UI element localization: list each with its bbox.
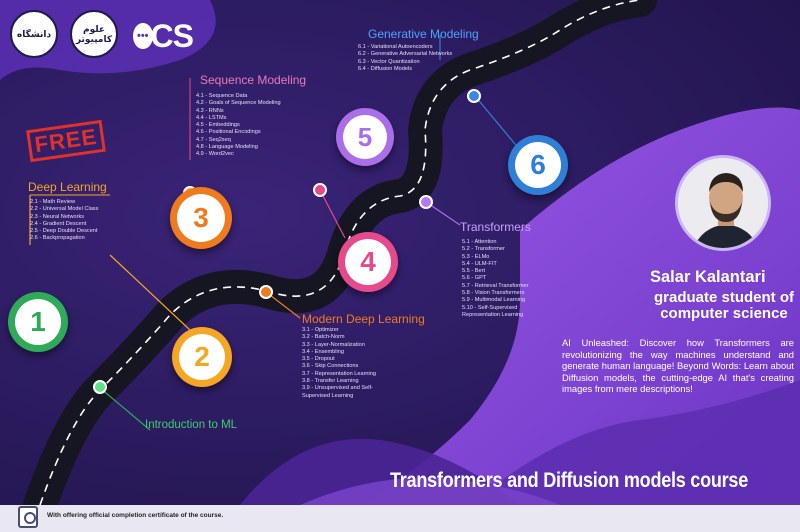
modern-topic: 3.1 - Optimizer bbox=[302, 327, 339, 333]
generative-topic: 6.4 - Diffusion Models bbox=[358, 65, 412, 72]
sequence-topic: 4.4 - LSTMs bbox=[196, 114, 227, 121]
badge-2: 2 bbox=[172, 327, 232, 387]
badge-4-number: 4 bbox=[345, 239, 391, 285]
generative-topic: 6.1 - Variational Autoencoders bbox=[358, 44, 433, 50]
badge-6-number: 6 bbox=[515, 142, 561, 188]
instructor-name: Salar Kalantari bbox=[650, 268, 766, 286]
cs-logo-text: CS bbox=[150, 17, 194, 54]
badge-4: 4 bbox=[338, 232, 398, 292]
sequence-topic: 4.6 - Positional Encodings bbox=[196, 129, 261, 136]
sequence-modeling-title: Sequence Modeling bbox=[200, 73, 307, 87]
modern-topic: 3.4 - Ensembling bbox=[302, 348, 344, 355]
deep-topic: 2.2 - Universal Model Class bbox=[30, 206, 99, 213]
deep-topic: 2.3 - Neural Networks bbox=[30, 213, 85, 220]
deep-learning-title: Deep Learning bbox=[28, 180, 107, 194]
course-description: AI Unleashed: Discover how Transformers … bbox=[562, 337, 794, 395]
badge-3-number: 3 bbox=[177, 194, 225, 242]
instructor-role: graduate student of computer science bbox=[654, 289, 795, 322]
chat-bubble-icon: ••• bbox=[133, 23, 153, 49]
modern-topic: 3.9 - Unsupervised and Self-Supervised L… bbox=[302, 385, 373, 399]
university-logo: دانشگاه bbox=[10, 10, 58, 58]
cs-logo: ••• CS bbox=[133, 12, 194, 60]
badge-2-number: 2 bbox=[179, 334, 225, 380]
transformers-topic: 5.3 - ELMo bbox=[462, 253, 490, 260]
badge-1: 1 bbox=[8, 292, 68, 352]
transformers-topic: 5.1 - Attention bbox=[462, 239, 497, 245]
badge-5-number: 5 bbox=[343, 115, 387, 159]
transformers-topic: 5.10 - Self-Supervised Representation Le… bbox=[462, 304, 524, 318]
sequence-topic: 4.8 - Language Modeling bbox=[196, 144, 258, 151]
badge-3: 3 bbox=[170, 187, 232, 249]
transformers-topic: 5.5 - Bert bbox=[462, 268, 486, 275]
transformers-topic: 5.2 - Transformer bbox=[462, 246, 505, 253]
generative-modeling-title: Generative Modeling bbox=[368, 27, 479, 41]
footer-bar bbox=[0, 505, 800, 532]
modern-topic: 3.2 - Batch-Norm bbox=[302, 334, 345, 341]
transformers-topic: 5.8 - Vision Transformers bbox=[462, 290, 525, 297]
modern-topic: 3.5 - Dropout bbox=[302, 356, 335, 363]
modern-topic: 3.7 - Representation Learning bbox=[302, 370, 377, 377]
university-logo-text: دانشگاه bbox=[16, 29, 52, 39]
deep-topic: 2.6 - Backpropagation bbox=[30, 235, 85, 242]
certificate-icon bbox=[18, 506, 38, 528]
generative-topic: 6.2 - Generative Adversarial Networks bbox=[358, 51, 453, 58]
modern-topic: 3.6 - Skip Connections bbox=[302, 363, 359, 370]
person-icon bbox=[678, 158, 768, 248]
sequence-topic: 4.9 - Word2vec bbox=[196, 151, 234, 158]
deep-topic: 2.1 - Math Review bbox=[30, 199, 76, 205]
badge-5: 5 bbox=[336, 108, 394, 166]
badge-1-number: 1 bbox=[15, 299, 61, 345]
modern-deep-learning-title: Modern Deep Learning bbox=[302, 312, 425, 326]
generative-topic: 6.3 - Vector Quantization bbox=[358, 58, 420, 65]
transformers-topic: 5.4 - ULM-FIT bbox=[462, 260, 497, 267]
intro-to-ml-title: Introduction to ML bbox=[145, 419, 238, 431]
sequence-topic: 4.3 - RNNs bbox=[196, 107, 224, 114]
modern-topic: 3.8 - Transfer Learning bbox=[302, 378, 359, 385]
badge-6: 6 bbox=[508, 135, 568, 195]
transformers-topic: 5.7 - Retrieval Transformer bbox=[462, 282, 529, 289]
deep-topic: 2.4 - Gradient Descent bbox=[30, 220, 87, 227]
instructor-photo bbox=[675, 155, 771, 251]
sequence-topic: 4.1 - Sequence Data bbox=[196, 93, 248, 99]
sequence-topic: 4.7 - Seq2seq bbox=[196, 136, 231, 143]
transformers-topic: 5.6 - GPT bbox=[462, 275, 487, 282]
transformers-title: Transformers bbox=[460, 220, 531, 234]
sequence-topic: 4.2 - Goals of Sequence Modeling bbox=[196, 100, 281, 107]
transformers-topic: 5.9 - Multimodal Learning bbox=[462, 297, 526, 304]
deep-topic: 2.5 - Deep Double Descent bbox=[30, 228, 98, 235]
footer-text: With offering official completion certif… bbox=[47, 512, 224, 519]
sequence-topic: 4.5 - Embeddings bbox=[196, 122, 240, 129]
faculty-logo-text: علوم کامپیوتر bbox=[75, 24, 113, 44]
course-title: Transformers and Diffusion models course bbox=[390, 469, 748, 492]
faculty-logo: علوم کامپیوتر bbox=[70, 10, 118, 58]
modern-topic: 3.3 - Layer-Normalization bbox=[302, 341, 365, 348]
